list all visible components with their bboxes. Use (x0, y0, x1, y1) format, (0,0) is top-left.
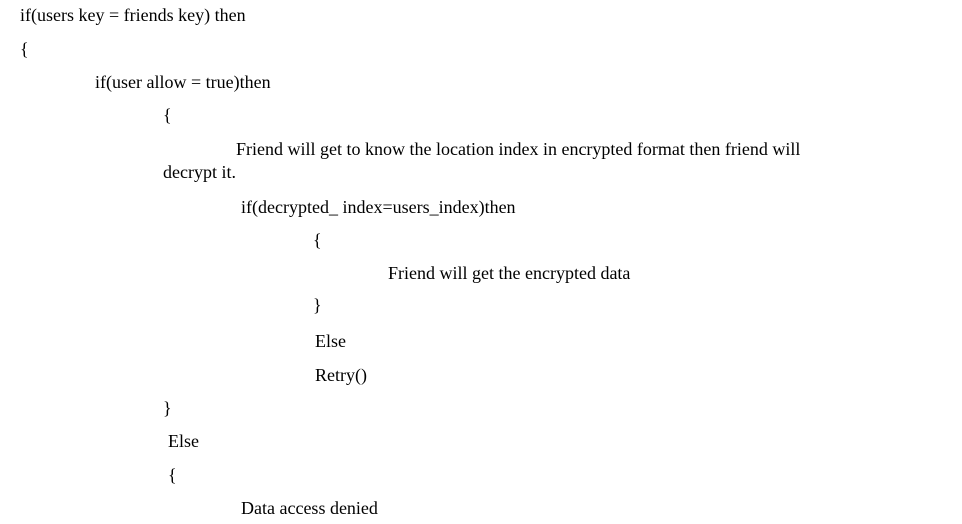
code-line: decrypt it. (163, 162, 236, 182)
code-line: Friend will get the encrypted data (388, 263, 631, 283)
code-line: Friend will get to know the location ind… (236, 139, 801, 159)
code-line: Else (168, 431, 199, 451)
code-line: if(users key = friends key) then (20, 5, 246, 25)
code-line: Data access denied (241, 498, 378, 518)
code-line: { (20, 39, 29, 59)
code-line: } (163, 398, 172, 418)
code-line: if(decrypted_ index=users_index)then (241, 197, 516, 217)
code-line: { (168, 465, 177, 485)
code-line: Retry() (315, 365, 367, 385)
code-line: } (313, 295, 322, 315)
code-line: { (163, 105, 172, 125)
code-line: if(user allow = true)then (95, 72, 271, 92)
code-line: { (313, 230, 322, 250)
code-line: Else (315, 331, 346, 351)
